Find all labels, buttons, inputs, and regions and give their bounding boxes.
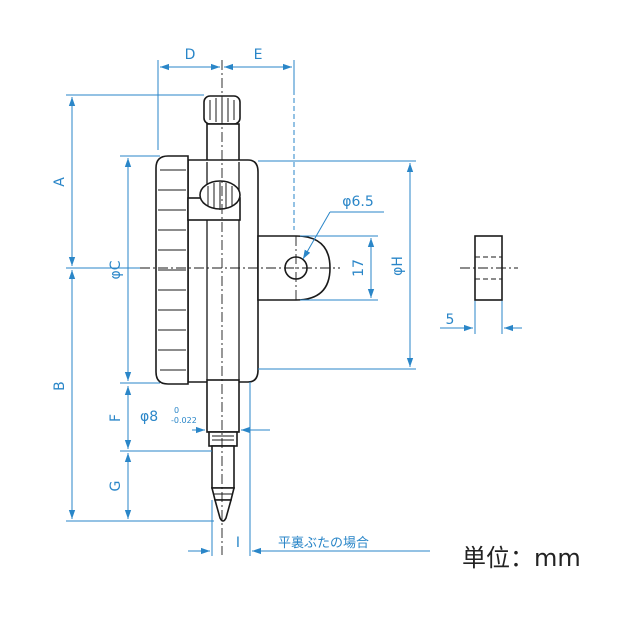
unit-label: 単位：mm — [462, 544, 581, 572]
dim-label-i: I — [236, 535, 240, 551]
dim-label-5: 5 — [446, 312, 455, 328]
dim-label-stem: φ8 — [140, 409, 158, 425]
lower-stem — [206, 379, 240, 433]
dim-label-17: 17 — [351, 259, 367, 277]
dim-label-h: φH — [390, 256, 406, 276]
dim-label-e: E — [254, 47, 263, 63]
dim-label-f: F — [108, 414, 124, 422]
upper-stem — [206, 123, 240, 165]
dim-label-c: φC — [108, 260, 124, 279]
center-lines — [140, 60, 340, 555]
dim-label-stem-tol-upper: 0 — [174, 406, 179, 415]
lug-side-view — [460, 235, 518, 301]
spindle — [211, 445, 235, 489]
dim-label-stem-tol-lower: -0.022 — [171, 416, 197, 425]
dimension-lines — [66, 60, 522, 556]
indicator-outline — [155, 95, 331, 522]
dim-label-b: B — [52, 381, 68, 391]
dim-label-d: D — [185, 47, 196, 63]
dim-label-g: G — [108, 481, 124, 492]
dim-label-hole: φ6.5 — [342, 194, 374, 210]
dim-label-a: A — [52, 177, 68, 187]
note-flat-back: 平裏ぶたの場合 — [278, 536, 369, 551]
